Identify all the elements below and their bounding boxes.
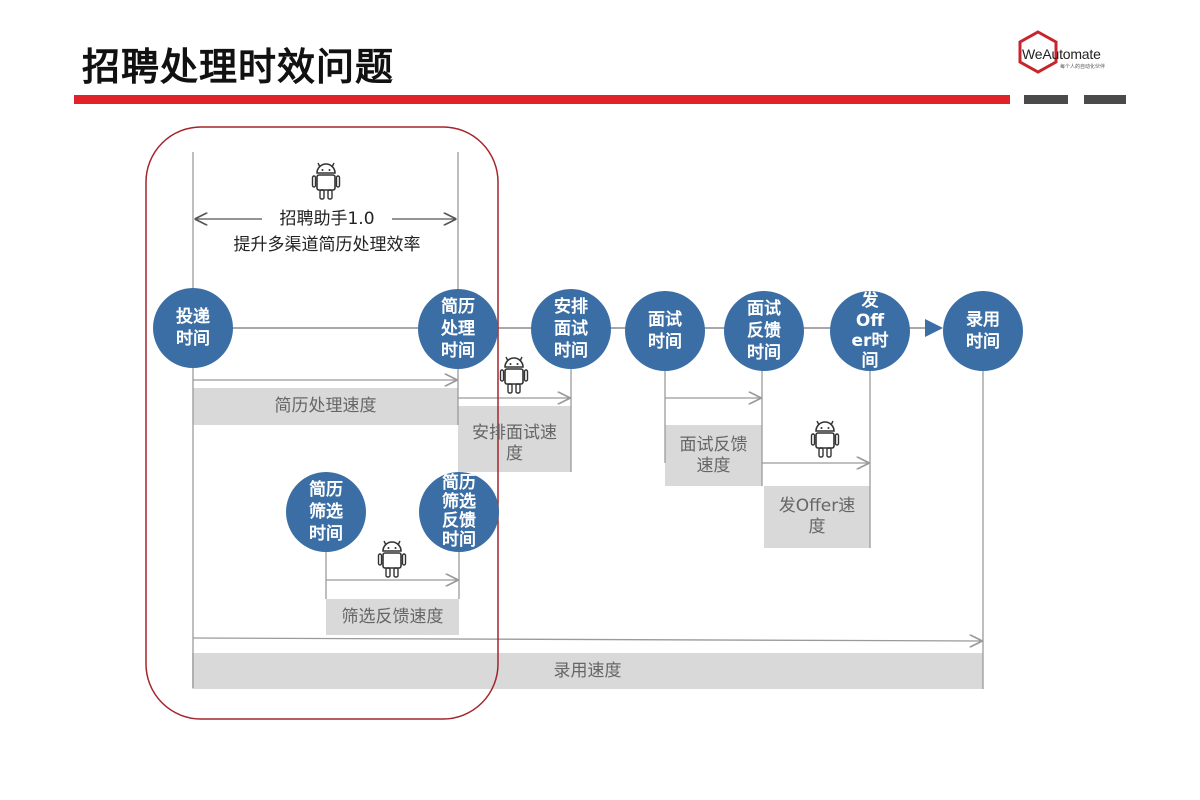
speed-bar-interview-feedback (665, 425, 762, 486)
node-circle-resume-process (418, 289, 498, 369)
node-interview: 面试 时间 (648, 310, 682, 352)
speed-label-interview-feedback: 面试反馈 速度 (679, 435, 748, 476)
speed-bar-offer (764, 486, 870, 548)
speed-label-offer: 发Offer速 度 (778, 496, 856, 537)
header-gray-bar-1 (1024, 95, 1068, 104)
node-arrange-interview: 安排 面试 时间 (554, 297, 588, 361)
robot-description: 提升多渠道简历处理效率 (233, 235, 421, 255)
node-screen-feedback: 简历 筛选 反馈 时间 (442, 473, 476, 550)
speed-label-screen-feedback: 筛选反馈速度 (341, 607, 444, 627)
android-robot-icon (377, 540, 407, 578)
title-underline-bar (74, 95, 1010, 104)
speed-bar-screen-feedback (326, 599, 459, 635)
speed-label-resume-process: 简历处理速度 (274, 396, 377, 416)
android-robot-icon (499, 356, 529, 394)
node-circle-offer (830, 291, 910, 371)
logo-tagline: 每个人的自动化伙伴 (1060, 64, 1106, 70)
page-title: 招聘处理时效问题 (82, 45, 395, 89)
weautomate-logo: WeAutomate 每个人的自动化伙伴 (1016, 30, 1128, 74)
arrow-hire (192, 638, 981, 641)
android-robot-icon (311, 162, 341, 200)
robot-label: 招聘助手1.0 (262, 209, 392, 230)
header-gray-bar-2 (1084, 95, 1126, 104)
node-interview-feedback: 面试 反馈 时间 (747, 299, 781, 363)
node-circle-screen-feedback (419, 472, 499, 552)
speed-label-hire: 录用速度 (553, 661, 622, 681)
logo-name: WeAutomate (1022, 46, 1101, 62)
node-circle-hire (943, 291, 1023, 371)
highlight-box (145, 126, 499, 720)
node-circle-interview (625, 291, 705, 371)
node-circle-arrange-interview (531, 289, 611, 369)
node-resume-screen: 简历 筛选 时间 (309, 480, 343, 544)
speed-bar-resume-process (193, 388, 458, 425)
speed-label-arrange-interview: 安排面试速 度 (472, 423, 557, 464)
node-circle-submit (153, 288, 233, 368)
node-circle-resume-screen (286, 472, 366, 552)
android-robot-icon (810, 420, 840, 458)
node-offer: 发 Off er时 间 (851, 291, 889, 371)
speed-bar-hire (192, 653, 983, 689)
speed-bar-arrange-interview (458, 406, 571, 472)
node-hire: 录用 时间 (966, 310, 1000, 352)
node-resume-process: 简历 处理 时间 (441, 297, 475, 361)
node-submit: 投递 时间 (176, 307, 210, 349)
logo-hexagon-icon (1018, 30, 1058, 74)
node-circle-interview-feedback (724, 291, 804, 371)
